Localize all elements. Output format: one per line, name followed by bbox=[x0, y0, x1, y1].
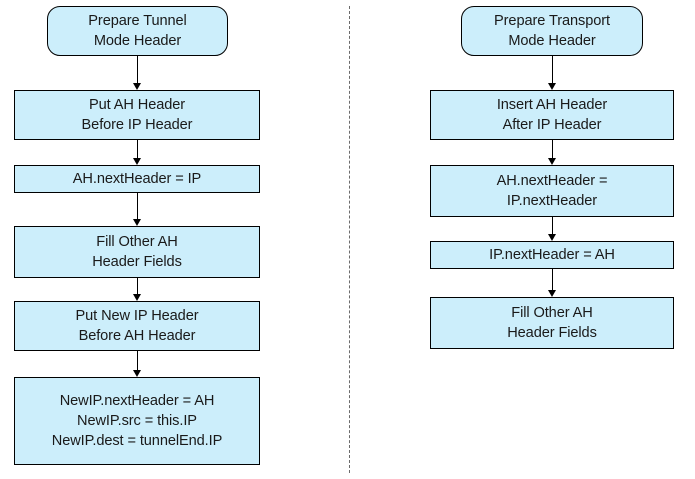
arrowhead-icon bbox=[133, 294, 142, 301]
node-tunnel-step-3[interactable]: Fill Other AH Header Fields bbox=[14, 226, 260, 278]
arrowhead-icon bbox=[133, 83, 142, 90]
node-transport-step-4[interactable]: Fill Other AH Header Fields bbox=[430, 297, 674, 349]
node-transport-step-2[interactable]: AH.nextHeader = IP.nextHeader bbox=[430, 165, 674, 217]
arrowhead-icon bbox=[548, 290, 557, 297]
arrow-transport-2 bbox=[552, 140, 553, 158]
arrowhead-icon bbox=[133, 370, 142, 377]
arrow-transport-1 bbox=[552, 56, 553, 83]
arrow-transport-4 bbox=[552, 269, 553, 290]
arrowhead-icon bbox=[548, 83, 557, 90]
node-tunnel-step-1[interactable]: Put AH Header Before IP Header bbox=[14, 90, 260, 140]
node-transport-step-3[interactable]: IP.nextHeader = AH bbox=[430, 241, 674, 269]
arrow-tunnel-4 bbox=[137, 278, 138, 294]
arrow-tunnel-5 bbox=[137, 351, 138, 370]
node-tunnel-step-4[interactable]: Put New IP Header Before AH Header bbox=[14, 301, 260, 351]
node-tunnel-step-5[interactable]: NewIP.nextHeader = AH NewIP.src = this.I… bbox=[14, 377, 260, 465]
node-tunnel-step-2[interactable]: AH.nextHeader = IP bbox=[14, 165, 260, 193]
node-transport-start[interactable]: Prepare Transport Mode Header bbox=[461, 6, 643, 56]
arrow-transport-3 bbox=[552, 217, 553, 234]
arrowhead-icon bbox=[133, 158, 142, 165]
arrowhead-icon bbox=[133, 219, 142, 226]
node-tunnel-start[interactable]: Prepare Tunnel Mode Header bbox=[47, 6, 228, 56]
column-divider bbox=[349, 6, 350, 473]
arrow-tunnel-3 bbox=[137, 193, 138, 219]
arrow-tunnel-2 bbox=[137, 140, 138, 158]
arrow-tunnel-1 bbox=[137, 56, 138, 83]
arrowhead-icon bbox=[548, 234, 557, 241]
node-transport-step-1[interactable]: Insert AH Header After IP Header bbox=[430, 90, 674, 140]
arrowhead-icon bbox=[548, 158, 557, 165]
